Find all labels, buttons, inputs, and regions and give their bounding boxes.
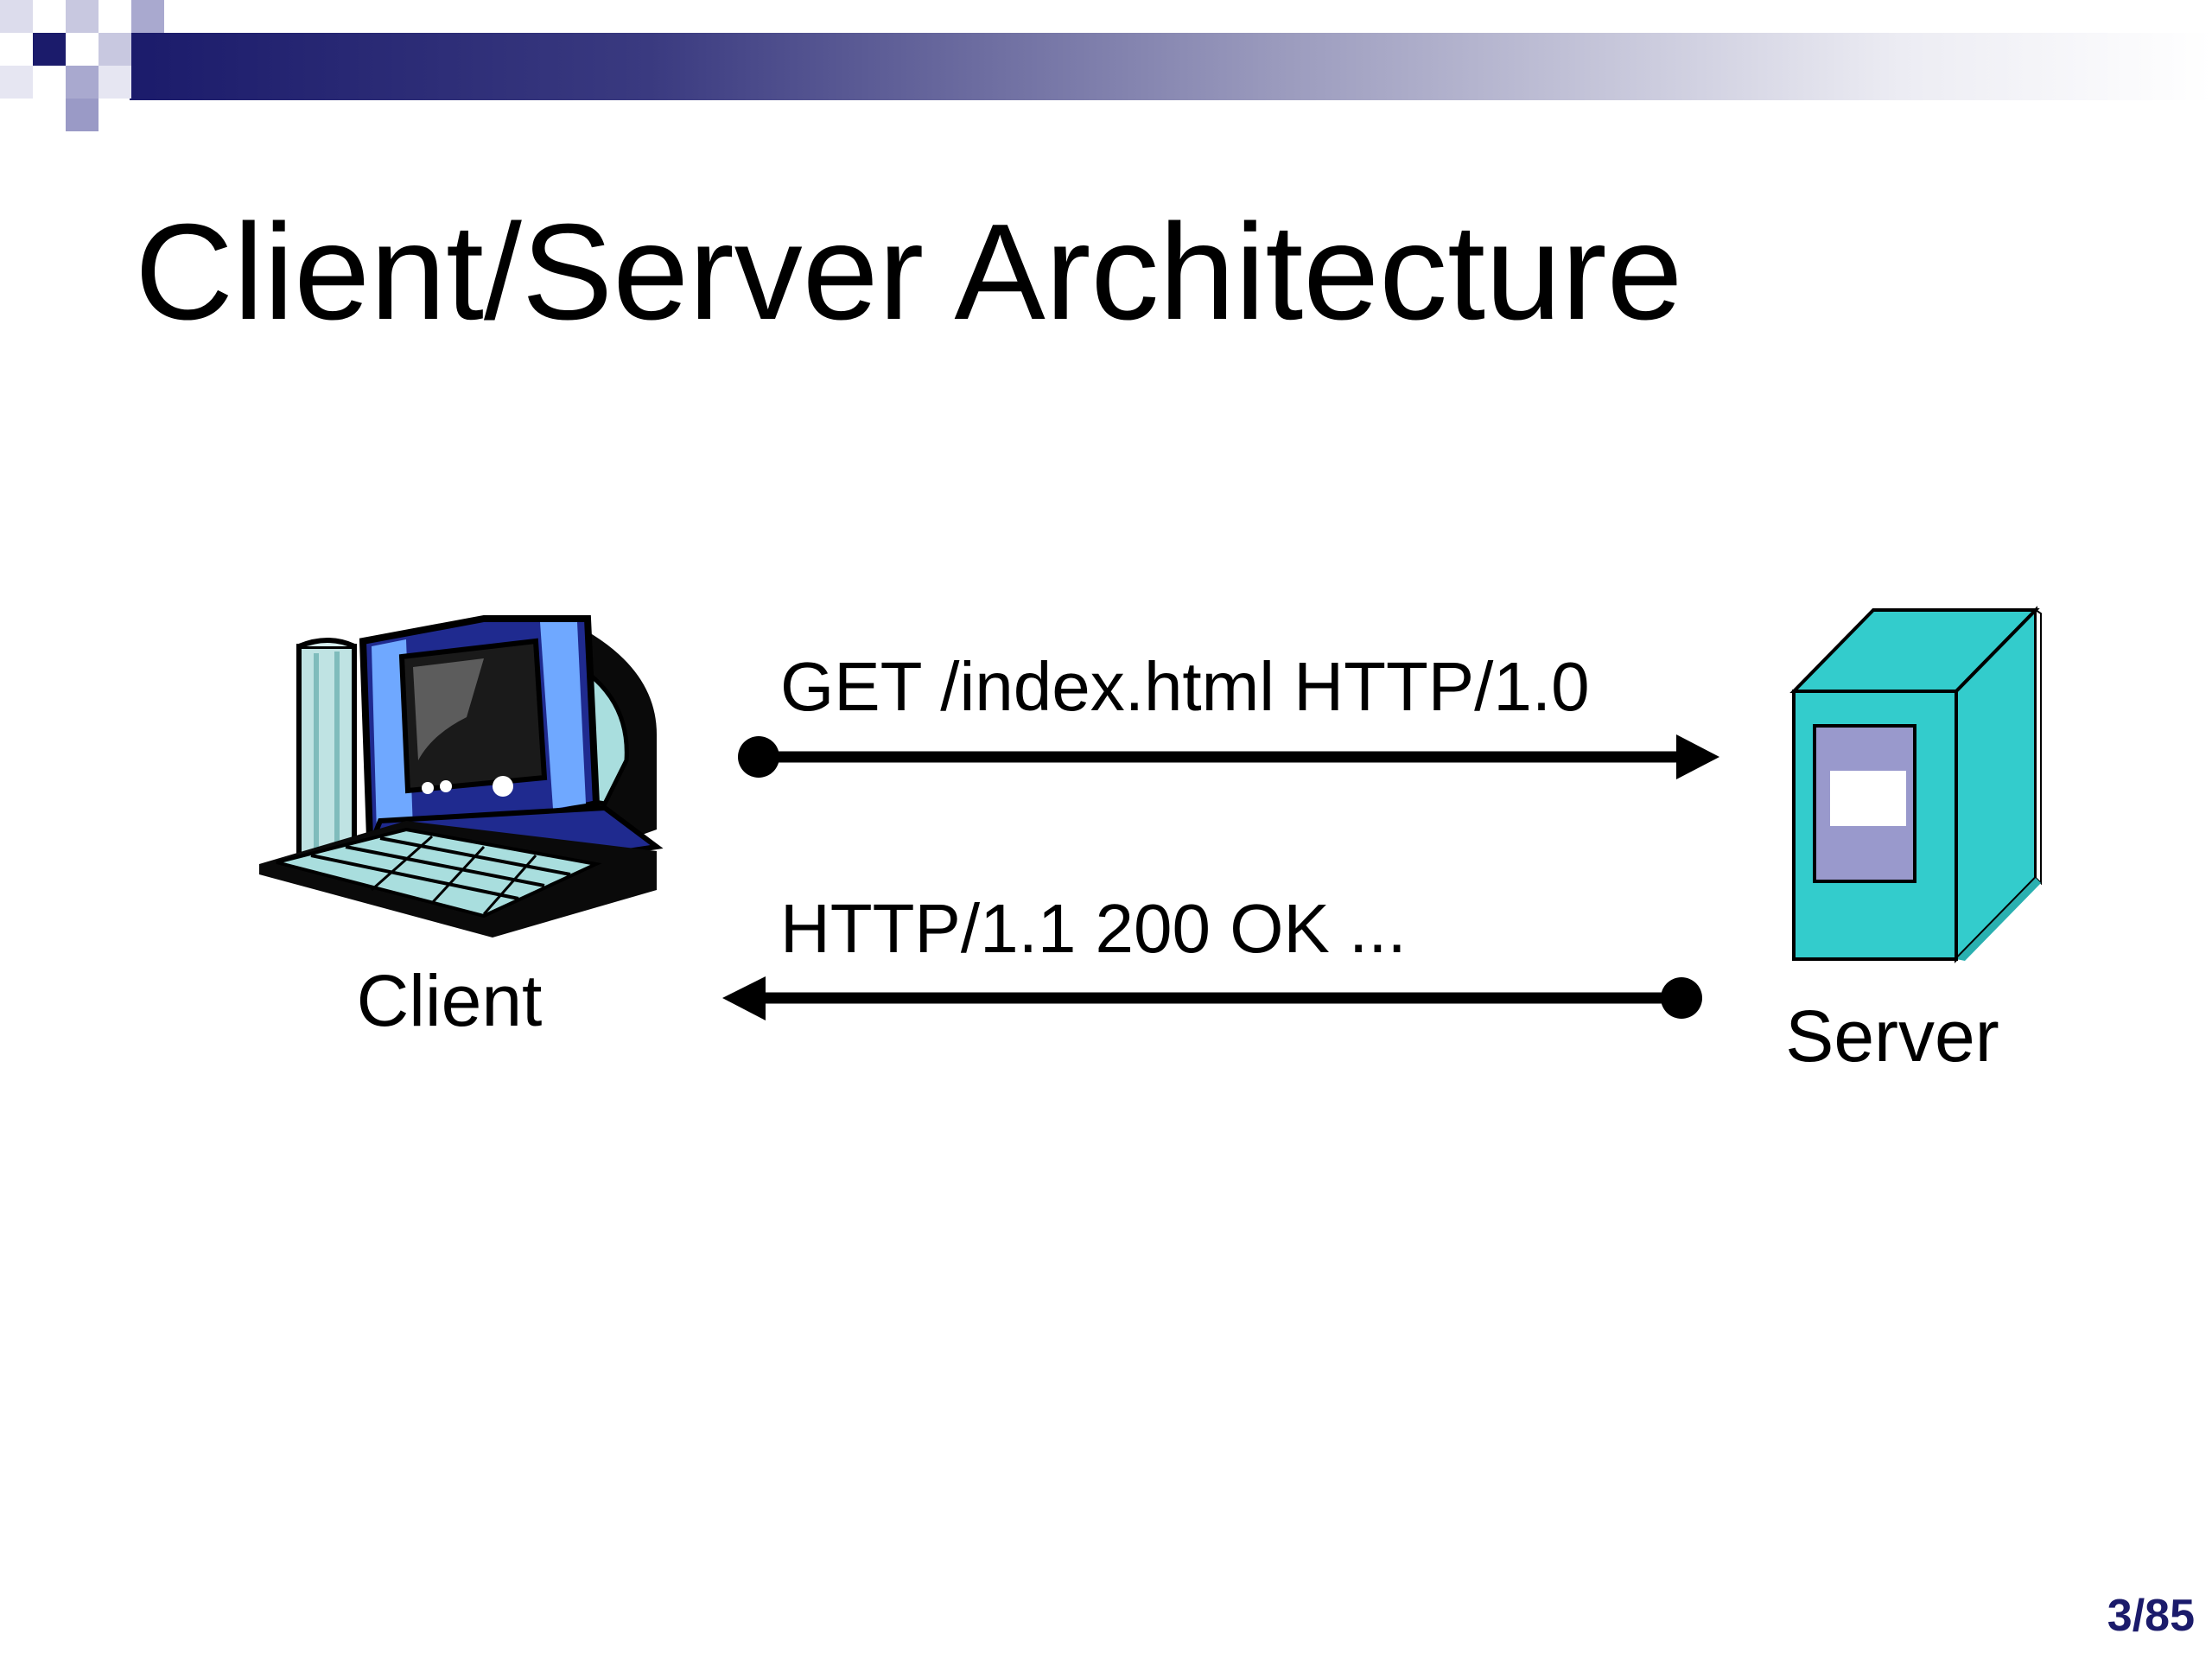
header-square (66, 0, 99, 33)
header-square (99, 66, 131, 99)
server-tower-icon (1789, 606, 2042, 963)
header-band (0, 0, 2212, 131)
header-square (66, 66, 99, 99)
header-square (0, 66, 33, 99)
response-arrow-head (722, 976, 766, 1020)
slide-title: Client/Server Architecture (135, 196, 1683, 348)
header-gradient (130, 33, 2212, 100)
request-arrow-head (1676, 734, 1719, 779)
header-square (99, 33, 131, 66)
server-label: Server (1785, 995, 1999, 1077)
server-panel-window (1830, 771, 1906, 826)
header-square (0, 0, 33, 33)
desktop-computer-icon (259, 615, 664, 938)
request-arrow (738, 734, 1719, 779)
page-number: 3/85 (2107, 1591, 2195, 1641)
response-arrow (722, 976, 1702, 1020)
client-label: Client (357, 960, 543, 1041)
request-message: GET /index.html HTTP/1.0 (780, 648, 1590, 725)
header-square (131, 0, 164, 33)
header-square (66, 99, 99, 131)
header-square (33, 33, 66, 66)
response-message: HTTP/1.1 200 OK ... (780, 890, 1407, 967)
